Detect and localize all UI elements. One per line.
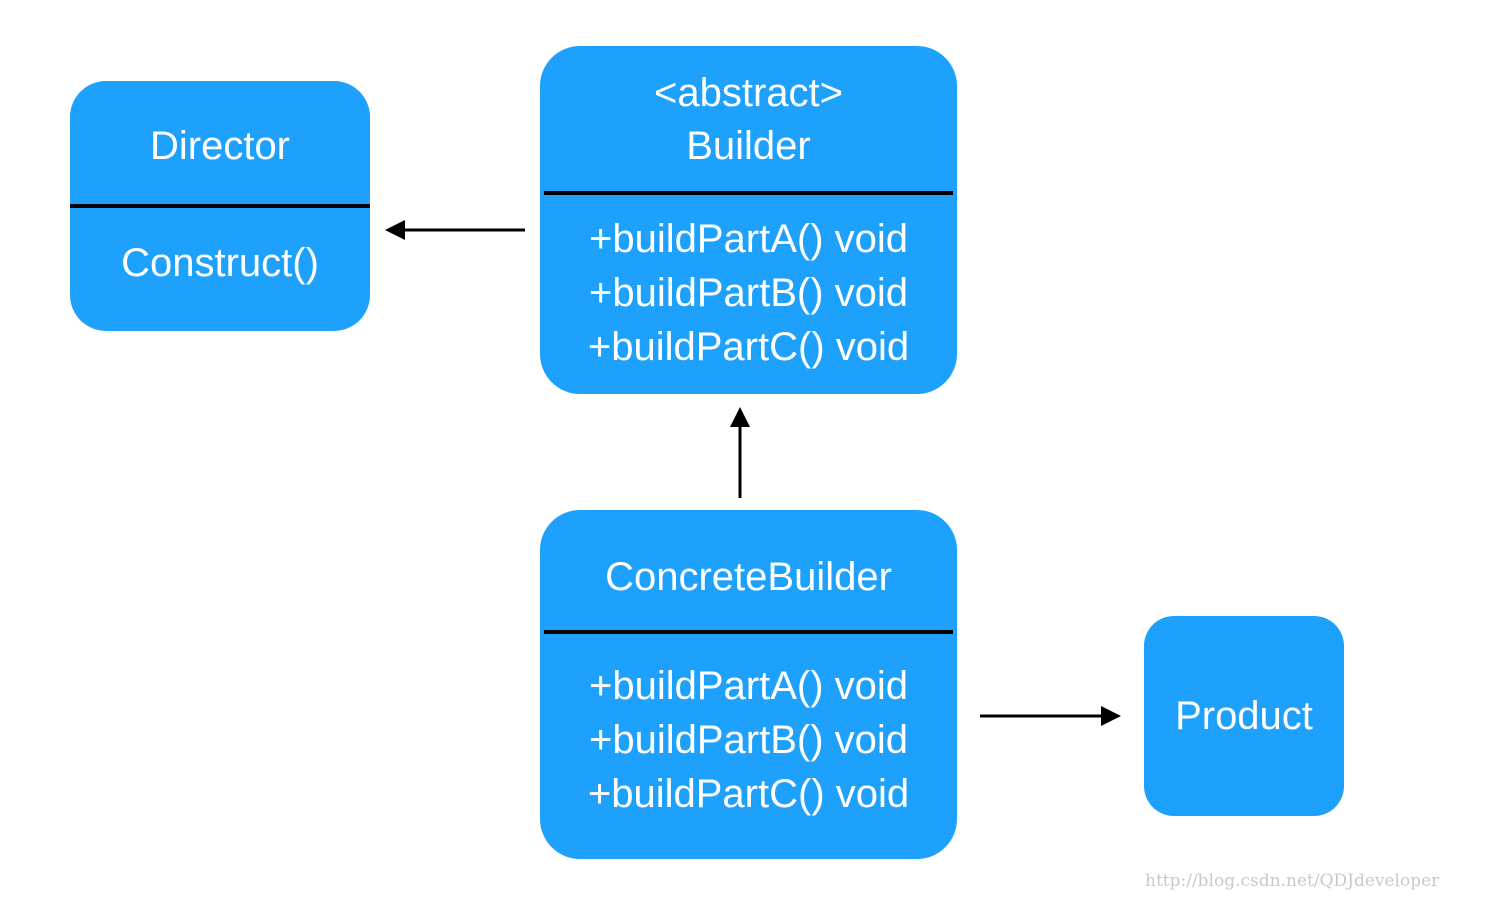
concrete-builder-method-c: +buildPartC() void	[587, 771, 910, 816]
product-class-box: Product	[1144, 616, 1344, 816]
arrow-builder-to-director	[385, 220, 525, 240]
director-divider	[70, 204, 370, 208]
director-title: Director	[149, 124, 291, 168]
concrete-builder-divider	[544, 630, 953, 634]
builder-stereotype: <abstract>	[653, 70, 843, 115]
concrete-builder-methods: +buildPartA() void +buildPartB() void +b…	[540, 634, 957, 859]
builder-divider	[544, 191, 953, 195]
director-class-box: Director Construct()	[70, 81, 370, 331]
builder-class-box: <abstract> Builder +buildPartA() void +b…	[540, 46, 957, 394]
director-method: Construct()	[121, 240, 319, 285]
concrete-builder-method-b: +buildPartB() void	[588, 717, 909, 762]
builder-method-b: +buildPartB() void	[588, 270, 909, 315]
director-header: Director	[70, 81, 370, 204]
builder-method-c: +buildPartC() void	[587, 324, 910, 369]
concrete-builder-header: ConcreteBuilder	[540, 510, 957, 630]
builder-header: <abstract> Builder	[540, 46, 957, 191]
builder-methods: +buildPartA() void +buildPartB() void +b…	[540, 195, 957, 394]
product-header: Product	[1175, 690, 1313, 743]
arrow-concrete-to-product	[980, 706, 1121, 726]
arrow-concrete-to-builder	[730, 407, 750, 498]
builder-title: Builder	[686, 123, 811, 168]
arrow-concrete-to-builder-head	[730, 407, 750, 427]
concrete-builder-method-a: +buildPartA() void	[588, 663, 909, 708]
builder-method-a: +buildPartA() void	[588, 216, 909, 261]
concrete-builder-class-box: ConcreteBuilder +buildPartA() void +buil…	[540, 510, 957, 859]
concrete-builder-title: ConcreteBuilder	[605, 554, 892, 599]
product-title: Product	[1175, 693, 1313, 738]
arrow-concrete-to-product-head	[1101, 706, 1121, 726]
director-methods: Construct()	[70, 208, 370, 331]
arrow-builder-to-director-head	[385, 220, 405, 240]
watermark: http://blog.csdn.net/QDJdeveloper	[1145, 871, 1440, 891]
